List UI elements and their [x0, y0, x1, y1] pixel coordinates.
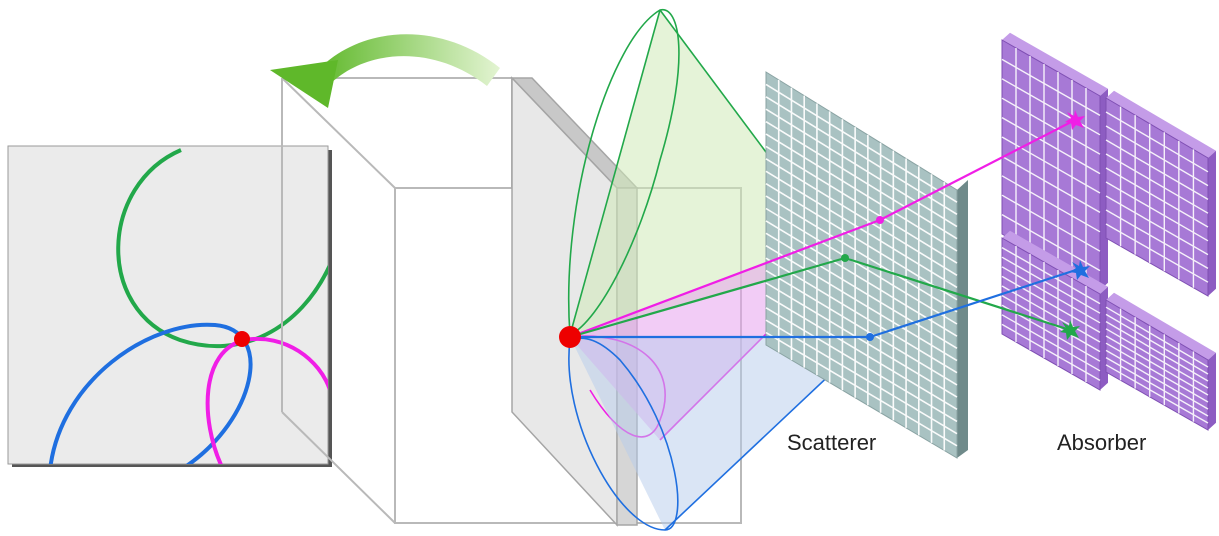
blue-projected-arc: [48, 322, 253, 464]
green-scatter-point: [841, 254, 849, 262]
blue-scatter-point: [866, 333, 874, 341]
scatterer-label: Scatterer: [787, 430, 877, 455]
green-absorption-burst: [1060, 320, 1080, 340]
reconstructed-source-dot: [234, 331, 250, 347]
curved-green-arrow: [270, 34, 500, 108]
gamma-source-dot: [559, 326, 581, 348]
green-projected-arc: [116, 148, 328, 349]
blue-absorption-burst: [1070, 260, 1090, 280]
absorber-label: Absorber: [1057, 430, 1147, 455]
scatterer-plate: [765, 71, 968, 459]
magenta-scatter-point: [876, 216, 884, 224]
photon-tracks: [569, 110, 1090, 341]
magenta-absorption-burst: [1065, 110, 1085, 130]
absorber-array: [1001, 32, 1216, 431]
image-plane-panel: [7, 145, 332, 467]
